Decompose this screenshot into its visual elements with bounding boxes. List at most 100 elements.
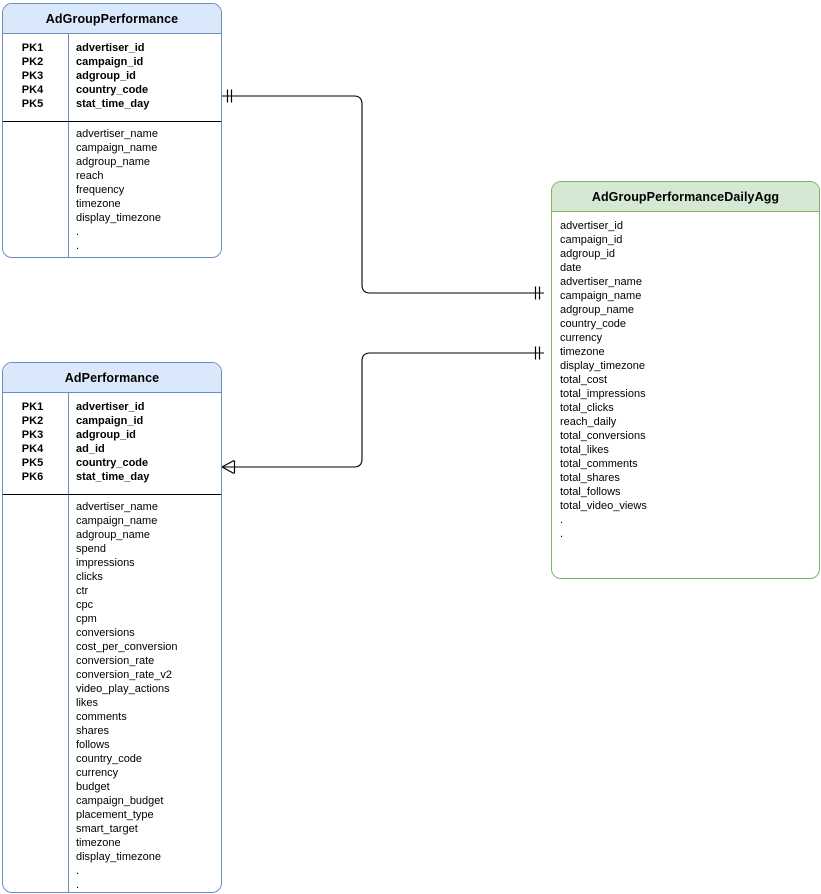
- field: spend: [76, 543, 106, 555]
- field: clicks: [76, 571, 103, 583]
- entity-body-ad-performance: PK1 PK2 PK3 PK4 PK5 PK6 advertiser_id ca…: [3, 393, 221, 892]
- pk-label-list-adgroup-performance: PK1 PK2 PK3 PK4 PK5: [3, 41, 68, 111]
- key-field-list-adgroup-performance: advertiser_id campaign_id adgroup_id cou…: [76, 41, 221, 111]
- field: advertiser_name: [560, 276, 642, 288]
- field: video_play_actions: [76, 683, 170, 695]
- field: total_comments: [560, 458, 638, 470]
- field: smart_target: [76, 823, 138, 835]
- pk-label: PK3: [21, 70, 44, 82]
- field: reach_daily: [560, 416, 617, 428]
- field: cpc: [76, 599, 94, 611]
- key-field: campaign_id: [76, 56, 144, 68]
- field: currency: [560, 332, 603, 344]
- field: conversion_rate_v2: [76, 669, 173, 681]
- field: frequency: [76, 184, 125, 196]
- field-ellipsis: .: [560, 528, 564, 540]
- field: total_video_views: [560, 500, 647, 512]
- column-divider: [68, 393, 69, 892]
- key-field: stat_time_day: [76, 471, 150, 483]
- key-column-adgroup-performance: PK1 PK2 PK3 PK4 PK5: [3, 34, 68, 257]
- relationship-ad-to-agg: [220, 346, 544, 475]
- field: shares: [76, 725, 110, 737]
- field: cost_per_conversion: [76, 641, 178, 653]
- key-field: country_code: [76, 457, 149, 469]
- field-ellipsis: .: [76, 240, 80, 252]
- field: conversions: [76, 627, 135, 639]
- field: adgroup_name: [560, 304, 635, 316]
- pk-label: PK4: [21, 443, 44, 455]
- key-field: country_code: [76, 84, 149, 96]
- field: impressions: [76, 557, 135, 569]
- field: cpm: [76, 613, 97, 625]
- entity-ad-performance[interactable]: AdPerformance PK1 PK2 PK3 PK4 PK5 PK6 ad…: [2, 362, 222, 893]
- field: campaign_id: [560, 234, 623, 246]
- entity-title-adgroup-performance-daily-agg: AdGroupPerformanceDailyAgg: [552, 182, 819, 212]
- pk-label: PK5: [21, 98, 44, 110]
- field-ellipsis: .: [76, 865, 80, 877]
- field: adgroup_id: [560, 248, 616, 260]
- field: display_timezone: [76, 212, 161, 224]
- field: total_impressions: [560, 388, 646, 400]
- field: timezone: [560, 346, 605, 358]
- field: ctr: [76, 585, 89, 597]
- pk-label: PK1: [21, 401, 44, 413]
- field: conversion_rate: [76, 655, 155, 667]
- field: date: [560, 262, 582, 274]
- field-ellipsis: .: [76, 879, 80, 891]
- key-field: ad_id: [76, 443, 105, 455]
- field: display_timezone: [76, 851, 161, 863]
- field: country_code: [76, 753, 143, 765]
- entity-adgroup-performance[interactable]: AdGroupPerformance PK1 PK2 PK3 PK4 PK5 a…: [2, 3, 222, 258]
- cardinality-marker-one-and-only-one-left: [226, 89, 233, 103]
- key-field: adgroup_id: [76, 70, 136, 82]
- field: total_follows: [560, 486, 621, 498]
- pk-label: PK6: [21, 471, 44, 483]
- field: follows: [76, 739, 110, 751]
- field-list-adgroup-performance-daily-agg: advertiser_id campaign_id adgroup_id dat…: [560, 219, 819, 541]
- pk-label-list-ad-performance: PK1 PK2 PK3 PK4 PK5 PK6: [3, 400, 68, 484]
- key-column-ad-performance: PK1 PK2 PK3 PK4 PK5 PK6: [3, 393, 68, 892]
- column-divider: [68, 34, 69, 257]
- entity-adgroup-performance-daily-agg[interactable]: AdGroupPerformanceDailyAgg advertiser_id…: [551, 181, 820, 579]
- field: placement_type: [76, 809, 154, 821]
- field: advertiser_name: [76, 501, 158, 513]
- field: display_timezone: [560, 360, 645, 372]
- field-ellipsis: .: [76, 226, 80, 238]
- field-list-adgroup-performance: advertiser_name campaign_name adgroup_na…: [76, 127, 221, 253]
- pk-label: PK2: [21, 56, 44, 68]
- field: campaign_name: [76, 515, 158, 527]
- cardinality-marker-one-and-only-one-right-bottom: [534, 346, 541, 360]
- pk-label: PK5: [21, 457, 44, 469]
- field: timezone: [76, 198, 121, 210]
- field-column-adgroup-performance: advertiser_id campaign_id adgroup_id cou…: [69, 34, 221, 257]
- field: timezone: [76, 837, 121, 849]
- field-ellipsis: .: [560, 514, 564, 526]
- cardinality-marker-one-and-only-one-right-top: [534, 286, 541, 300]
- cardinality-marker-many-left: [220, 459, 236, 475]
- key-field: adgroup_id: [76, 429, 136, 441]
- field: campaign_name: [76, 142, 158, 154]
- pk-label: PK2: [21, 415, 44, 427]
- key-field-list-ad-performance: advertiser_id campaign_id adgroup_id ad_…: [76, 400, 221, 484]
- key-field: advertiser_id: [76, 42, 145, 54]
- key-field: advertiser_id: [76, 401, 145, 413]
- pk-label: PK1: [21, 42, 44, 54]
- field: total_clicks: [560, 402, 614, 414]
- pk-label: PK4: [21, 84, 44, 96]
- key-field: campaign_id: [76, 415, 144, 427]
- entity-title-ad-performance: AdPerformance: [3, 363, 221, 393]
- field: adgroup_name: [76, 529, 151, 541]
- field: advertiser_name: [76, 128, 158, 140]
- entity-body-adgroup-performance-daily-agg: advertiser_id campaign_id adgroup_id dat…: [552, 212, 819, 578]
- field-column-ad-performance: advertiser_id campaign_id adgroup_id ad_…: [69, 393, 221, 892]
- field: total_shares: [560, 472, 620, 484]
- field: country_code: [560, 318, 627, 330]
- field: adgroup_name: [76, 156, 151, 168]
- field: total_cost: [560, 374, 608, 386]
- field: advertiser_id: [560, 220, 623, 232]
- pk-label: PK3: [21, 429, 44, 441]
- field-list-ad-performance: advertiser_name campaign_name adgroup_na…: [76, 500, 221, 892]
- field: comments: [76, 711, 127, 723]
- field: campaign_name: [560, 290, 642, 302]
